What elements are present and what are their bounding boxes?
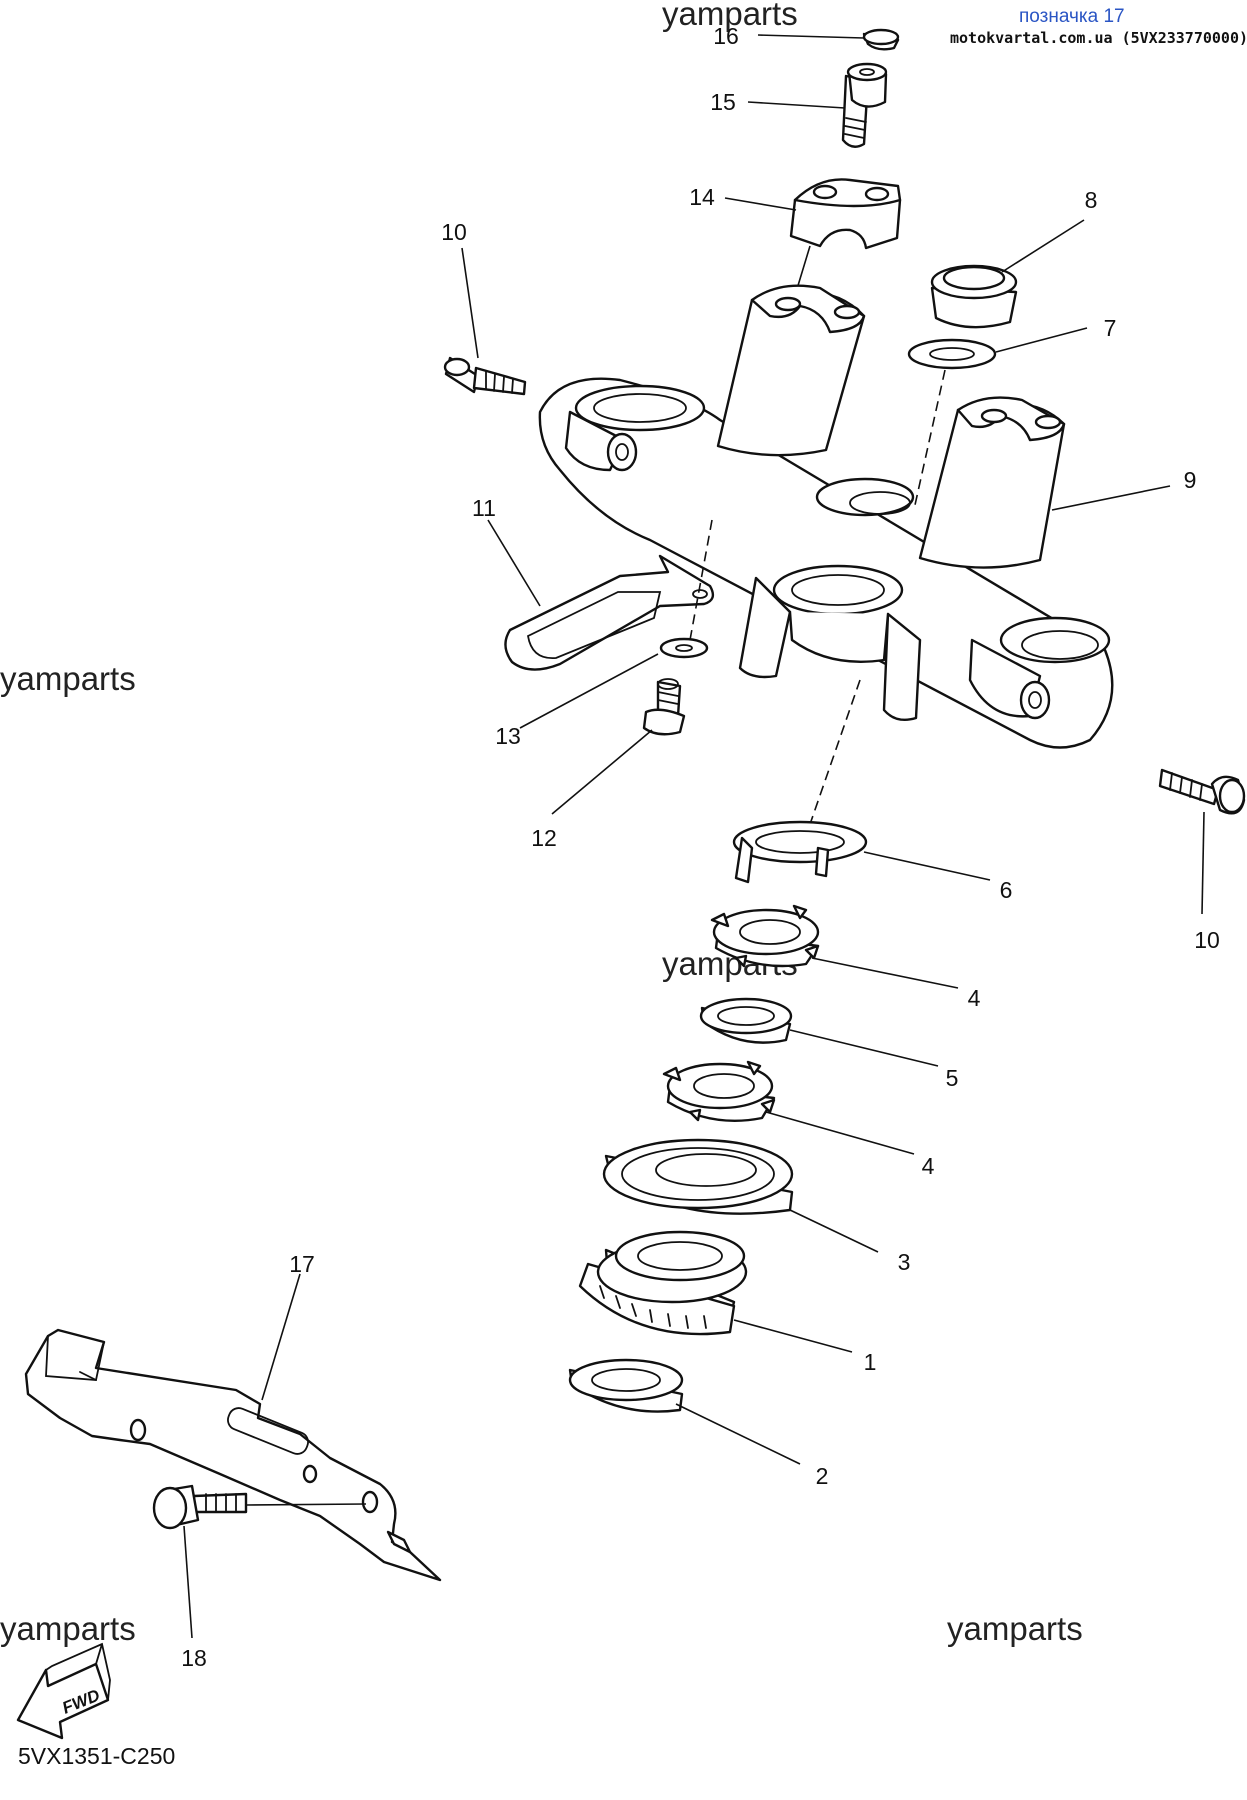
watermark: yamparts <box>662 0 798 32</box>
callout-13: 13 <box>495 723 521 749</box>
callout-16: 16 <box>713 23 739 49</box>
callout-14: 14 <box>689 184 715 210</box>
callout-2: 2 <box>816 1463 829 1489</box>
callout-10-lower: 10 <box>1194 927 1220 953</box>
callout-4-lower: 4 <box>922 1153 935 1179</box>
part-9-upper-bracket <box>538 284 1114 749</box>
assembly-line <box>689 519 713 641</box>
part-5-washer <box>699 997 793 1044</box>
part-17-bracket <box>24 1328 442 1582</box>
part-12-bolt <box>642 678 686 736</box>
part-6-lock-washer <box>732 820 868 884</box>
callout-18: 18 <box>181 1645 207 1671</box>
watermark: yamparts <box>0 660 136 697</box>
part-10-bolt-right <box>1158 768 1246 815</box>
assembly-line <box>807 679 861 831</box>
callout-3: 3 <box>898 1249 911 1275</box>
diagram-code: 5VX1351-C250 <box>18 1743 175 1769</box>
callout-6: 6 <box>1000 877 1013 903</box>
part-11-bracket <box>504 554 715 671</box>
callout-15: 15 <box>710 89 736 115</box>
part-4-ring-nut-lower <box>662 1060 776 1122</box>
header-label: позначка 17 <box>1019 6 1125 27</box>
part-3-dust-seal <box>602 1138 794 1215</box>
part-15-bolt <box>841 62 888 148</box>
fwd-arrow-icon: FWD <box>16 1642 111 1740</box>
part-10-bolt-left <box>443 356 527 396</box>
part-4-ring-nut-upper <box>710 904 820 968</box>
part-8-cap-nut <box>930 264 1018 329</box>
watermark: yamparts <box>0 1610 136 1647</box>
part-18-bolt <box>152 1484 248 1530</box>
watermark: yamparts <box>947 1610 1083 1647</box>
callout-1: 1 <box>864 1349 877 1375</box>
callout-11: 11 <box>472 495 496 521</box>
part-2-washer <box>568 1358 684 1413</box>
callout-12: 12 <box>531 825 557 851</box>
callout-4-upper: 4 <box>968 985 981 1011</box>
part-1-bearing <box>578 1230 748 1336</box>
part-16-cap <box>862 28 900 51</box>
callout-17: 17 <box>289 1251 315 1277</box>
part-14-holder-cap <box>789 178 902 250</box>
callout-5: 5 <box>946 1065 959 1091</box>
header-source: motokvartal.com.ua (5VX233770000) <box>950 29 1247 47</box>
assembly-line <box>914 369 946 506</box>
leader-lines <box>183 34 1205 1639</box>
part-7-washer <box>907 338 997 370</box>
callout-8: 8 <box>1085 187 1098 213</box>
part-13-washer <box>659 637 709 659</box>
callout-7: 7 <box>1104 315 1117 341</box>
callout-9: 9 <box>1184 467 1197 493</box>
callout-10-upper: 10 <box>441 219 467 245</box>
